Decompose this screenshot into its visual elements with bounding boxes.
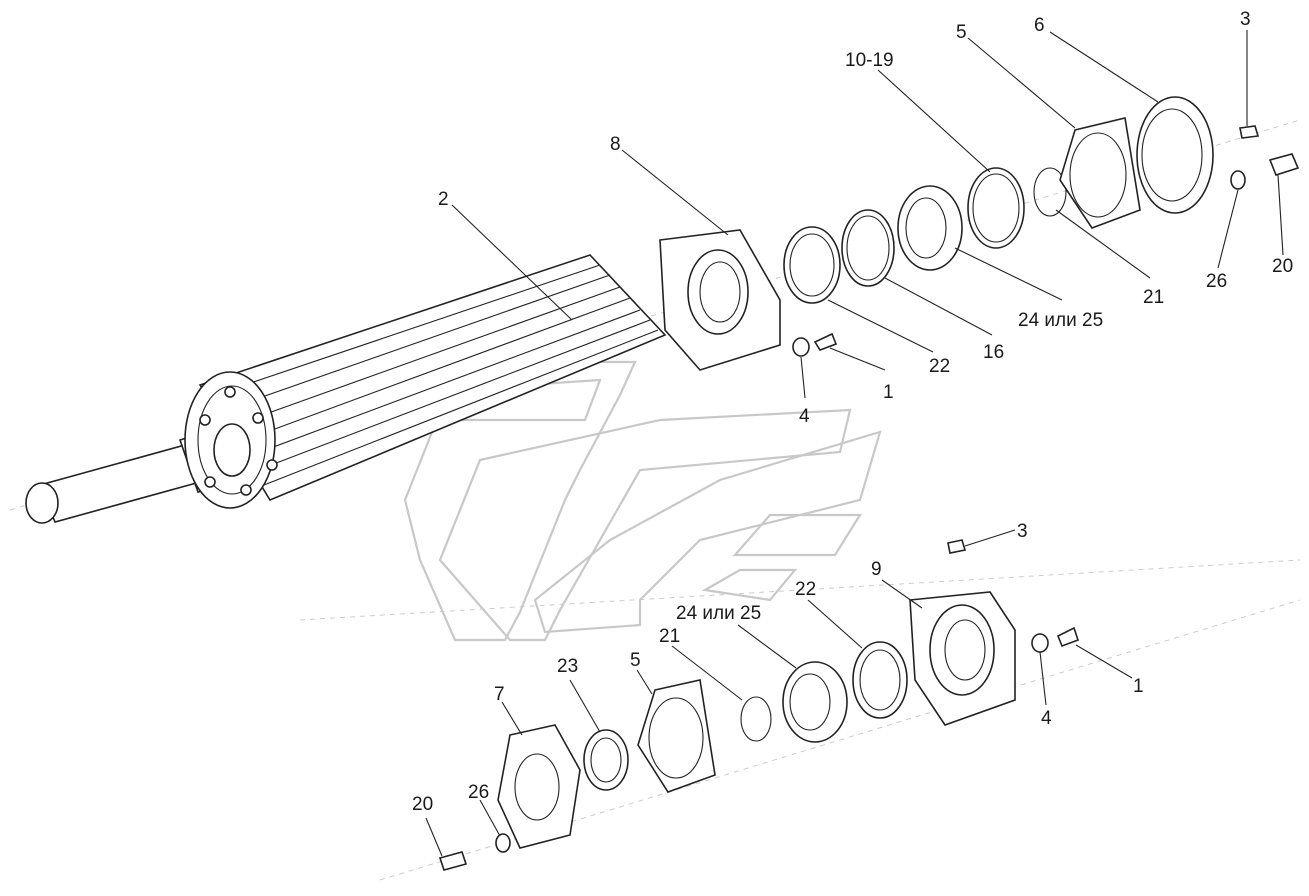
leader-lines <box>425 30 1284 857</box>
callout-20-bottom: 20 <box>412 794 433 815</box>
bearing-housing-9-part <box>909 591 1016 726</box>
callout-4-bottom: 4 <box>1041 708 1052 729</box>
seal-23-bottom <box>583 729 629 791</box>
washer-26-bottom <box>495 833 511 853</box>
bolt-20-top <box>1268 153 1300 176</box>
callout-26-bottom: 26 <box>468 782 489 803</box>
callout-21: 21 <box>1143 287 1164 308</box>
callout-2: 2 <box>438 189 449 210</box>
ring-16-top <box>841 209 895 287</box>
callout-9: 9 <box>871 559 882 580</box>
cover-7-bottom <box>497 724 581 849</box>
callout-24-or-25: 24 или 25 <box>1018 310 1103 331</box>
callout-7: 7 <box>494 684 505 705</box>
callout-1: 1 <box>883 382 894 403</box>
callout-21-bottom: 21 <box>659 626 680 647</box>
ring-22-top <box>783 226 841 304</box>
callout-5-bottom: 5 <box>630 650 641 671</box>
drum-roller-part <box>184 254 667 509</box>
snap-ring-21-top <box>1033 167 1067 217</box>
fitting-1-top <box>813 332 838 351</box>
callout-23: 23 <box>557 656 578 677</box>
ring-22-bottom <box>852 641 908 719</box>
callout-10-19: 10-19 <box>845 50 894 71</box>
callout-4: 4 <box>799 406 810 427</box>
cover-6-top <box>1136 96 1214 214</box>
callout-1-bottom: 1 <box>1133 676 1144 697</box>
snap-ring-21-bottom <box>740 696 772 742</box>
bolt-20-bottom <box>438 851 468 871</box>
callout-22-bottom: 22 <box>795 579 816 600</box>
washer-26-top <box>1230 170 1246 190</box>
callout-26: 26 <box>1206 271 1227 292</box>
nut-4-top <box>792 337 810 357</box>
drum-grooves <box>214 264 659 486</box>
callout-3: 3 <box>1240 9 1251 30</box>
callout-22: 22 <box>929 356 950 377</box>
bearing-24-25-top <box>897 185 963 271</box>
bearing-24-25-bottom <box>782 661 848 743</box>
bearing-housing-top-part <box>659 229 781 371</box>
fitting-1-bottom <box>1056 626 1080 648</box>
callout-8: 8 <box>610 134 621 155</box>
callout-6: 6 <box>1034 15 1045 36</box>
callout-labels: 3 6 5 10-19 8 2 20 26 21 24 или 25 16 22… <box>412 9 1293 815</box>
bolt-3-bottom <box>947 539 967 554</box>
gasket-5-bottom <box>637 679 716 793</box>
bolt-3-top <box>1239 125 1260 139</box>
callout-5: 5 <box>956 22 967 43</box>
callout-16: 16 <box>983 342 1004 363</box>
nut-4-bottom <box>1031 633 1049 653</box>
ring-10-19-top <box>967 167 1025 249</box>
callout-3-bottom: 3 <box>1017 521 1028 542</box>
callout-24-or-25-bottom: 24 или 25 <box>676 603 761 624</box>
callout-20: 20 <box>1272 256 1293 277</box>
gasket-5-top <box>1059 117 1141 229</box>
